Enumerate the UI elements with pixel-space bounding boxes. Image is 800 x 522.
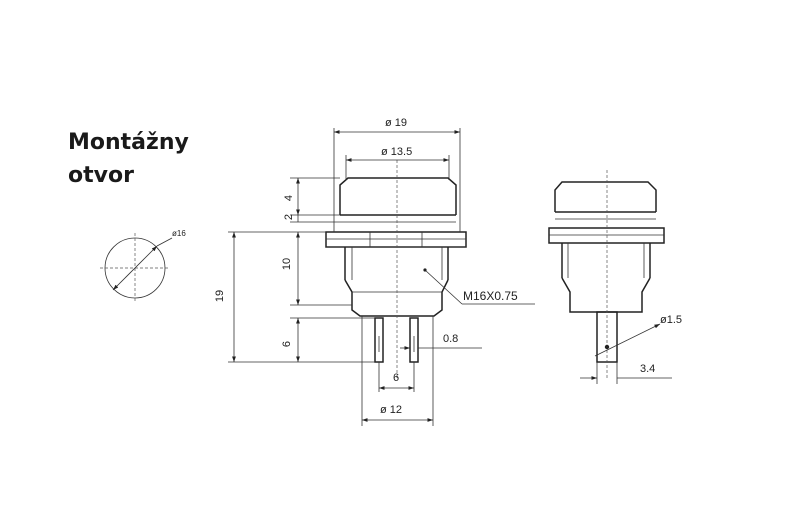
thread-leader-dot: [423, 268, 427, 272]
dim-outer-diameter: ø 19: [385, 117, 407, 129]
dim-flange-height: 2: [283, 214, 295, 220]
mounting-hole-leader: [156, 237, 173, 247]
dim-terminal-width: 3.4: [640, 363, 655, 375]
dim-body-height: 10: [281, 258, 293, 270]
side-lower-body: [561, 277, 651, 313]
thread-leader: [424, 269, 463, 305]
lower-body-outline: [344, 279, 449, 317]
mounting-hole-heading: Montážny otvor: [68, 126, 189, 192]
front-view-drawing: ø 19 ø 13.5 4 2 10 19: [214, 117, 535, 426]
mounting-hole-drawing: ø16: [100, 229, 186, 303]
dim-base-diameter: ø 12: [380, 404, 402, 416]
dim-total-height: 19: [214, 290, 226, 302]
dim-button-diameter: ø 13.5: [381, 146, 412, 158]
terminal-hole: [604, 344, 610, 350]
dim-terminal-spacing: 6: [393, 372, 399, 384]
side-cap-outline: [554, 181, 657, 212]
dim-line-hole-diameter: [594, 323, 661, 357]
side-view-drawing: ø1.5 3.4: [548, 170, 682, 384]
heading-line-1: Montážny: [68, 130, 189, 155]
dim-cap-height: 4: [283, 195, 295, 201]
side-nut-outline: [548, 227, 665, 244]
cap-outline: [339, 177, 457, 215]
dim-terminal-thickness: 0.8: [443, 333, 458, 345]
heading-line-2: otvor: [68, 163, 134, 188]
mounting-hole-dim-line: [112, 245, 158, 291]
nut-outline: [325, 231, 467, 248]
mounting-hole-diameter-label: ø16: [172, 229, 186, 238]
dim-thread: M16X0.75: [463, 289, 518, 303]
dim-hole-diameter: ø1.5: [660, 314, 682, 326]
dim-terminal-height: 6: [281, 341, 293, 347]
